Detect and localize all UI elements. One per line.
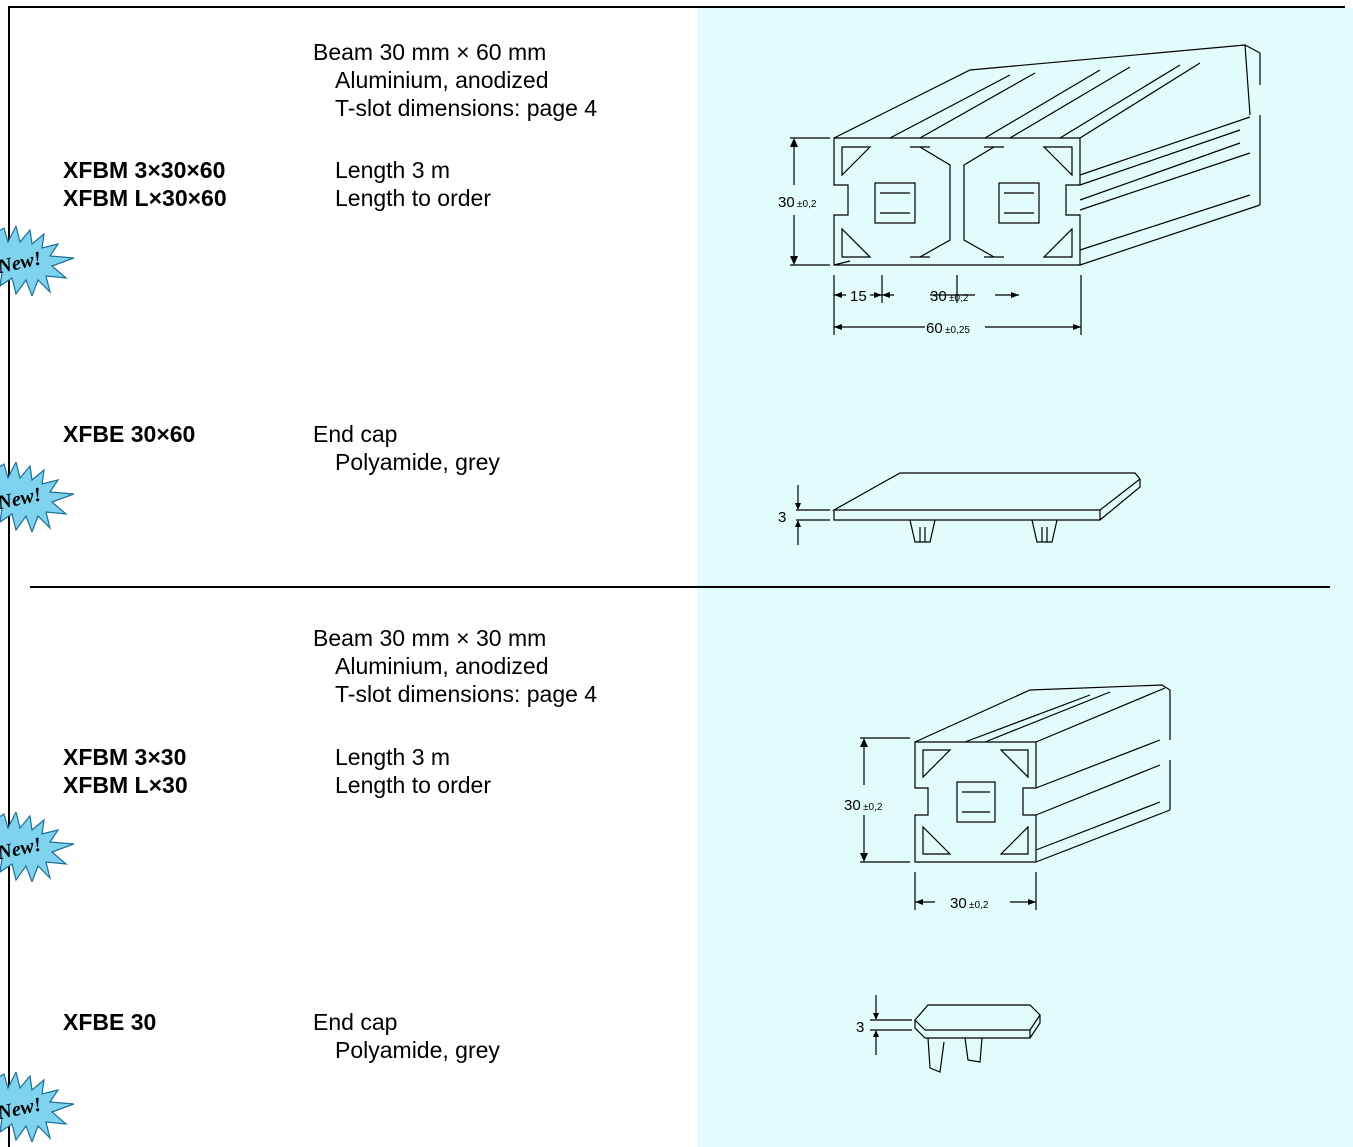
beam60-length-custom: Length to order: [335, 185, 492, 211]
beam60-codes: XFBM 3×30×60 XFBM L×30×60: [63, 156, 227, 212]
beam30-title: Beam 30 mm × 30 mm: [313, 625, 547, 651]
frame-top-border: [8, 6, 1345, 8]
beam30-length-3m: Length 3 m: [335, 744, 451, 770]
beam30-codes: XFBM 3×30 XFBM L×30: [63, 743, 188, 799]
frame-left-border: [8, 6, 10, 1147]
beam60-code-3m: XFBM 3×30×60: [63, 157, 226, 183]
beam30-material: Aluminium, anodized: [335, 653, 549, 679]
endcap30-thickness: 3: [856, 1019, 864, 1036]
endcap30-title: End cap: [313, 1009, 398, 1035]
endcap60-thickness: 3: [778, 509, 786, 526]
endcap60-description: End cap Polyamide, grey: [313, 420, 500, 476]
drawing-panel: [697, 8, 1353, 1147]
beam30-width-tolerance: ±0,2: [969, 900, 989, 911]
beam30-code-custom: XFBM L×30: [63, 772, 188, 798]
beam30-tslot-ref: T-slot dimensions: page 4: [335, 681, 598, 707]
new-badge-icon: New!: [0, 226, 74, 296]
beam60-height-tolerance: ±0,2: [797, 199, 817, 210]
endcap60-drawing: 3: [778, 472, 1141, 545]
beam60-pitch-tolerance: ±0,2: [949, 293, 969, 304]
beam60-width-tolerance: ±0,25: [945, 325, 970, 336]
beam60-title: Beam 30 mm × 60 mm: [313, 39, 547, 65]
beam30-width-value: 30: [950, 895, 967, 912]
beam60-code-custom: XFBM L×30×60: [63, 185, 227, 211]
beam30-drawing: 30 ±0,2 30 ±0,2: [844, 684, 1171, 912]
endcap30-code: XFBE 30: [63, 1009, 157, 1035]
beam60-drawing: 30 ±0,2 15 30 ±0,2 60 ±0,25: [778, 44, 1261, 337]
beam60-description: Beam 30 mm × 60 mm Aluminium, anodized T…: [313, 38, 597, 122]
beam60-height-value: 30: [778, 194, 795, 211]
beam30-length-custom: Length to order: [335, 772, 492, 798]
beam60-width-value: 60: [926, 320, 943, 337]
new-badge-icon: New!: [0, 462, 74, 532]
beam30-height-tolerance: ±0,2: [863, 802, 883, 813]
beam30-description: Beam 30 mm × 30 mm Aluminium, anodized T…: [313, 624, 597, 708]
endcap30-description: End cap Polyamide, grey: [313, 1008, 500, 1064]
beam60-pitch-value: 30: [930, 288, 947, 305]
beam30-code-3m: XFBM 3×30: [63, 744, 187, 770]
beam30-lengths: Length 3 m Length to order: [335, 743, 491, 799]
endcap30-drawing: 3: [856, 995, 1041, 1073]
beam60-slot-offset: 15: [850, 288, 867, 305]
beam60-lengths: Length 3 m Length to order: [335, 156, 491, 212]
new-badge-icon: New!: [0, 1072, 74, 1142]
endcap30-material: Polyamide, grey: [335, 1037, 500, 1063]
endcap60-code: XFBE 30×60: [63, 421, 196, 447]
endcap60-material: Polyamide, grey: [335, 449, 500, 475]
beam30-height-value: 30: [844, 797, 861, 814]
section-divider: [30, 586, 1330, 588]
beam60-material: Aluminium, anodized: [335, 67, 549, 93]
beam60-length-3m: Length 3 m: [335, 157, 451, 183]
new-badge-icon: New!: [0, 812, 74, 882]
endcap60-title: End cap: [313, 421, 398, 447]
beam60-tslot-ref: T-slot dimensions: page 4: [335, 95, 598, 121]
